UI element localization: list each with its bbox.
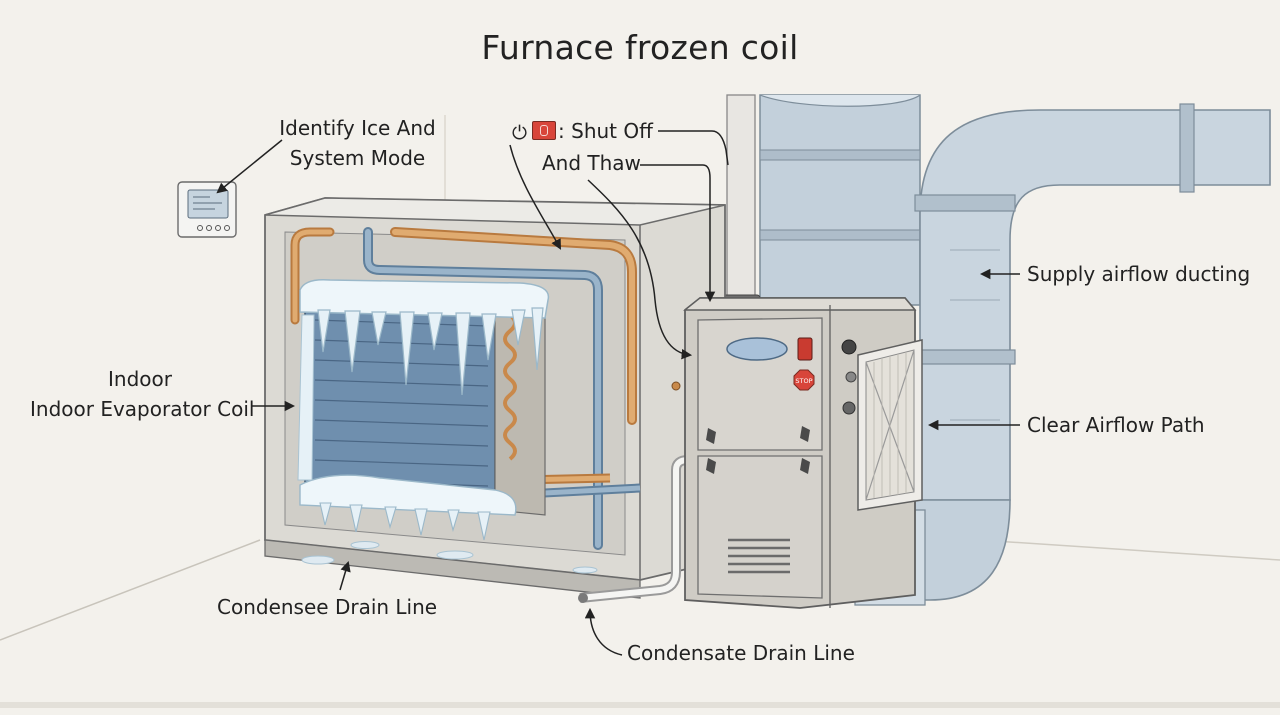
stop-sign-text: STOP	[795, 377, 812, 385]
stop-sign-icon: STOP	[793, 369, 815, 391]
callout-airflow-path: Clear Airflow Path	[1027, 413, 1205, 437]
callout-evaporator-line1: Indoor	[108, 367, 172, 391]
leader-drain-bottom	[584, 607, 623, 656]
page-title: Furnace frozen coil	[481, 28, 799, 67]
thermostat-icon	[177, 181, 237, 238]
callout-thermostat-line1: Identify Ice And	[279, 116, 436, 140]
leader-shutoff-switch	[509, 144, 561, 250]
evaporator-coil	[297, 278, 598, 574]
callout-evaporator: Indoor Indoor Evaporator Coil	[30, 364, 255, 424]
callout-shutoff-line1: : Shut Off	[558, 119, 653, 143]
power-icon: ⏻	[512, 122, 528, 144]
callout-shutoff-line2: And Thaw	[542, 151, 641, 175]
callout-drain-left: Condensee Drain Line	[217, 595, 438, 619]
leader-thaw-furnace	[640, 164, 716, 303]
flue-pipe	[721, 94, 761, 308]
room-floor	[0, 115, 1280, 708]
callout-shutoff: ⏻ : Shut Off And Thaw	[512, 116, 653, 178]
switch-icon	[532, 121, 557, 140]
air-filter	[857, 339, 923, 511]
callout-evaporator-line2: Indoor Evaporator Coil	[30, 397, 255, 421]
leader-lines	[216, 130, 1020, 656]
callout-drain-bottom: Condensate Drain Line	[627, 641, 855, 665]
callout-thermostat-line2: System Mode	[289, 146, 426, 170]
leader-drain-left	[339, 560, 351, 591]
leader-thermostat	[216, 139, 283, 194]
callout-thermostat: Identify Ice And System Mode	[270, 113, 445, 173]
leader-thaw-panel	[587, 179, 693, 360]
callout-supply-duct: Supply airflow ducting	[1027, 262, 1251, 286]
leader-shutoff-flue	[658, 130, 729, 166]
